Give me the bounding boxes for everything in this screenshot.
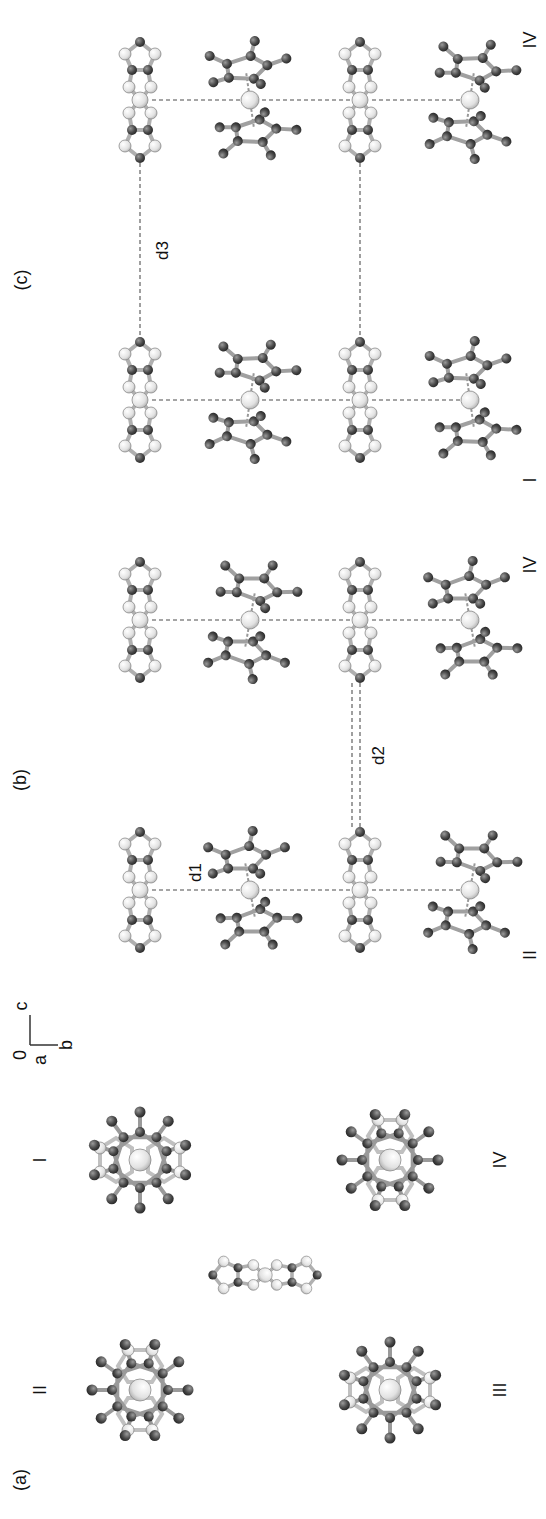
molecule-projection <box>87 1107 444 1444</box>
molecule-label: II <box>520 948 540 962</box>
contact-lines <box>140 100 460 400</box>
panel-label: (a) <box>10 1467 30 1493</box>
axis-label: a <box>30 1053 50 1067</box>
molecule-label: IV <box>520 29 540 50</box>
molecule-stack <box>119 550 527 960</box>
molecule-label: II <box>30 1383 50 1397</box>
axis-symbol <box>30 1015 58 1045</box>
molecule-label: I <box>520 475 540 484</box>
axis-label: c <box>10 1000 30 1013</box>
axis-label: 0 <box>10 1048 30 1062</box>
distance-label: d1 <box>185 861 204 884</box>
contact-lines <box>150 620 460 890</box>
panel-label: (b) <box>10 767 30 793</box>
molecule-label: III <box>490 1380 510 1399</box>
axis-label: b <box>56 1038 76 1052</box>
molecule-label: I <box>30 1155 50 1164</box>
panel-label: (c) <box>10 268 30 293</box>
molecule-label: IV <box>520 554 540 575</box>
molecule-label: IV <box>490 1149 510 1170</box>
distance-label: d2 <box>368 744 387 767</box>
distance-label: d3 <box>152 239 171 262</box>
molecule-stack <box>119 31 525 468</box>
